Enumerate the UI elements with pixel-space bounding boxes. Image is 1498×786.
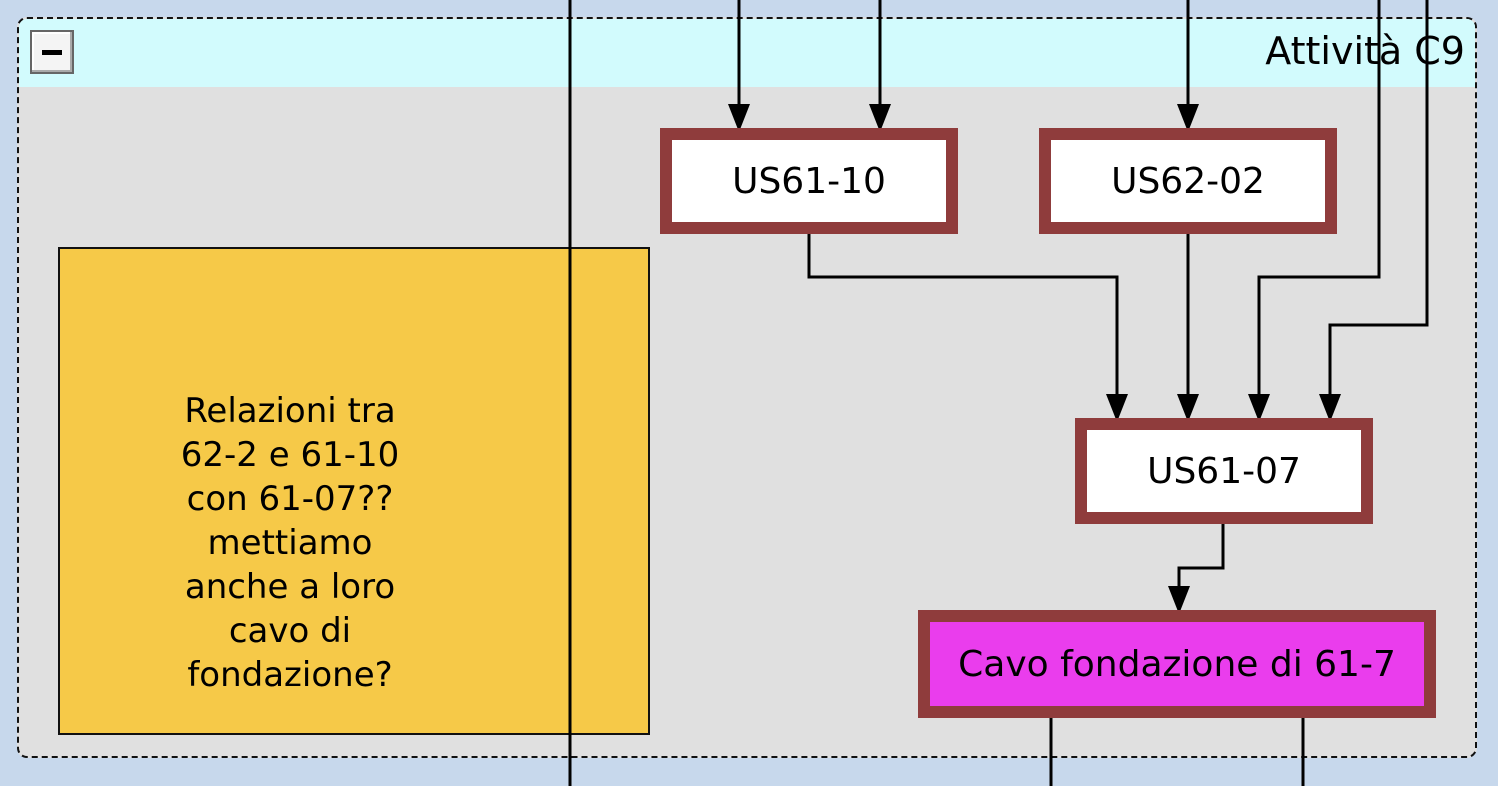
minus-icon bbox=[42, 50, 62, 55]
group-title: Attività C9 bbox=[1265, 29, 1465, 73]
node-cavo-fondazione[interactable]: Cavo fondazione di 61-7 bbox=[918, 610, 1436, 718]
note-text: Relazioni tra 62-2 e 61-10 con 61-07?? m… bbox=[180, 391, 400, 695]
node-us62-02[interactable]: US62-02 bbox=[1039, 128, 1337, 234]
group-header[interactable]: Attività C9 bbox=[19, 19, 1475, 87]
collapse-button[interactable] bbox=[30, 30, 74, 74]
node-us61-07[interactable]: US61-07 bbox=[1075, 418, 1373, 524]
annotation-note[interactable]: Relazioni tra 62-2 e 61-10 con 61-07?? m… bbox=[58, 247, 650, 735]
node-us61-10[interactable]: US61-10 bbox=[660, 128, 958, 234]
